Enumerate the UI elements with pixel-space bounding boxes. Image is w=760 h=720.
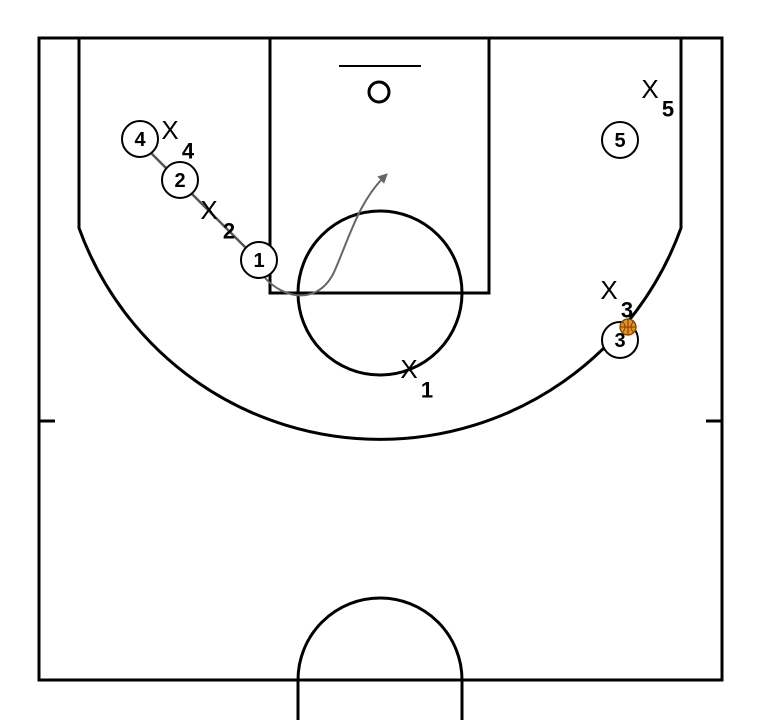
defender-x2: X 2 bbox=[200, 195, 235, 244]
offense-player-1-label: 1 bbox=[253, 250, 264, 272]
three-point-line bbox=[77, 38, 683, 441]
offense-player-2-circle bbox=[161, 161, 199, 199]
offense-group: 4 2 1 5 3 bbox=[121, 120, 639, 359]
defender-x3-mark: X bbox=[600, 275, 617, 305]
defender-x4: X 4 bbox=[161, 115, 195, 164]
paint-key bbox=[268, 36, 491, 295]
offense-player-1-circle bbox=[240, 241, 278, 279]
defender-x5-sub: 5 bbox=[662, 97, 674, 122]
offense-player-4-label: 4 bbox=[134, 129, 146, 151]
defender-x4-sub: 4 bbox=[182, 139, 195, 164]
defender-x2-sub: 2 bbox=[223, 219, 235, 244]
defender-x4-mark: X bbox=[161, 115, 178, 145]
defense-group: X 4 X 2 X 1 X 3 X 5 bbox=[161, 74, 674, 403]
offense-player-5-label: 5 bbox=[614, 130, 625, 152]
offense-player-5-circle bbox=[601, 121, 639, 159]
offense-player-2: 2 bbox=[161, 161, 199, 199]
offense-player-3-label: 3 bbox=[614, 330, 625, 352]
defender-x3: X 3 bbox=[600, 275, 633, 323]
defender-x1-sub: 1 bbox=[421, 378, 433, 403]
offense-player-1: 1 bbox=[240, 241, 278, 279]
center-circle bbox=[296, 596, 464, 720]
defender-x1-mark: X bbox=[400, 354, 417, 384]
basketball-icon bbox=[619, 318, 637, 336]
offense-player-5: 5 bbox=[601, 121, 639, 159]
offense-player-2-label: 2 bbox=[174, 170, 185, 192]
offense-player-4-circle bbox=[121, 120, 159, 158]
defender-x5-mark: X bbox=[641, 74, 658, 104]
defender-x5: X 5 bbox=[641, 74, 674, 122]
defender-x2-mark: X bbox=[200, 195, 217, 225]
defender-x1: X 1 bbox=[400, 354, 433, 403]
offense-player-4: 4 bbox=[121, 120, 159, 158]
defender-x3-sub: 3 bbox=[621, 298, 633, 323]
hoop bbox=[367, 80, 391, 104]
free-throw-circle bbox=[296, 209, 464, 377]
cut-path-player-1 bbox=[264, 173, 388, 297]
